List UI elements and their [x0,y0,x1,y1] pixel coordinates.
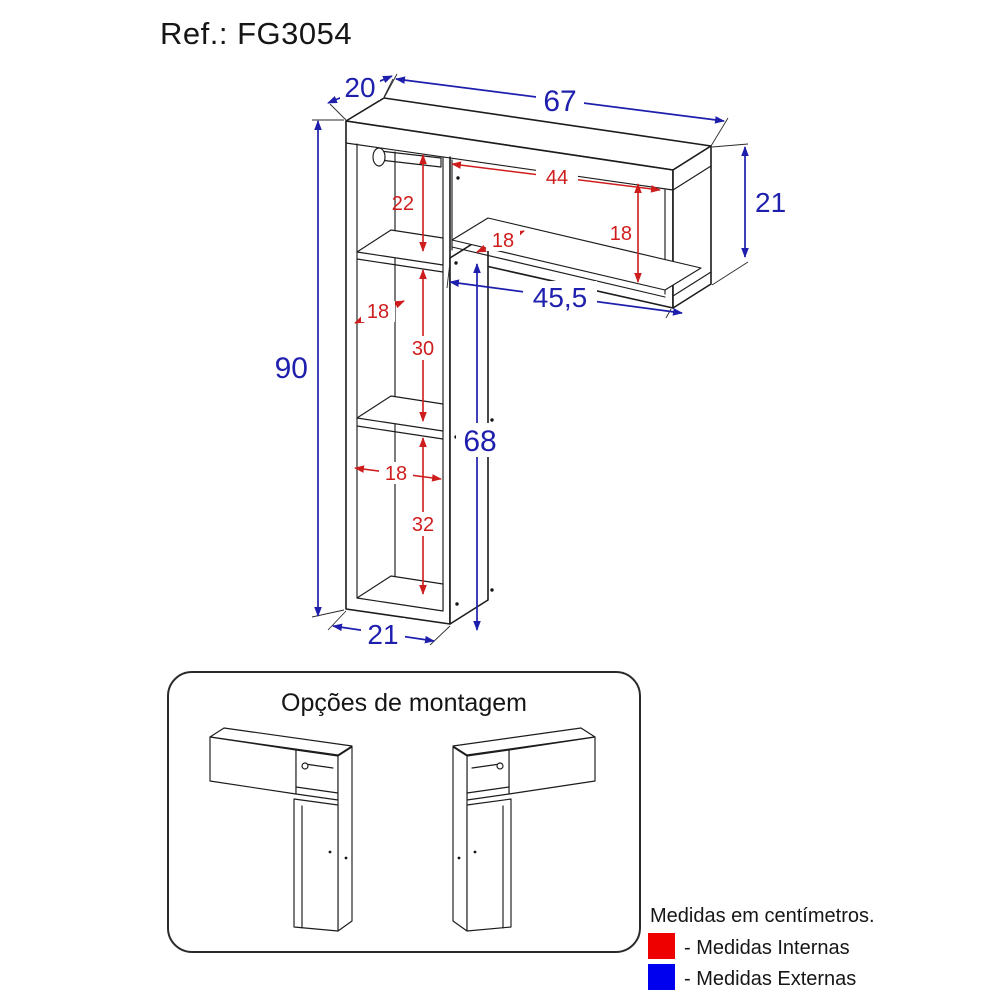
dim-depth: 20 [344,72,375,103]
assembly-options-box: Opções de montagem [167,671,641,953]
internal-measure-swatch [648,933,675,959]
assembly-option-left [209,727,353,932]
dim-wing-inner-height: 18 [610,223,632,245]
column-shelf-2-thickness [356,425,444,440]
dim-middle-shelf-depth: 18 [367,301,389,323]
legend-internal-label: - Medidas Internas [684,937,850,959]
towel-bar-bottom-edge [379,159,442,168]
legend-external-label: - Medidas Externas [684,968,856,990]
dim-bottom-compartment: 32 [412,514,434,536]
dim-wing-span: 45,5 [533,282,588,313]
towel-bar [372,147,442,168]
towel-bar-top-edge [379,150,442,159]
dim-column-lower-height: 68 [463,425,496,458]
dim-total-height: 90 [275,352,308,385]
dim-wing-inner-width: 44 [546,167,568,189]
dim-column-width: 21 [367,619,398,650]
internal-dimensions: 22 44 18 18 18 30 18 32 [354,154,661,595]
column-shelf-1-thickness [356,258,444,273]
towel-bar-flange [372,147,386,167]
dim-wing-shelf-depth: 18 [492,230,514,252]
external-measure-swatch [648,964,675,990]
dim-total-width: 67 [543,85,576,118]
dim-bottom-inner-width: 18 [385,463,407,485]
legend-units-note: Medidas em centímetros. [650,905,875,927]
end-face-top-line [672,165,712,191]
dim-wing-height: 21 [755,187,786,218]
dim-middle-compartment: 30 [412,338,434,360]
page-title: Ref.: FG3054 [160,16,352,51]
dim-top-compartment: 22 [392,193,414,215]
legend: Medidas em centímetros. - Medidas Intern… [648,905,875,990]
options-box-title: Opções de montagem [281,689,527,717]
external-dimensions: 20 67 90 21 45,5 21 68 [275,70,786,650]
main-cabinet-drawing: 20 67 90 21 45,5 21 68 22 44 [275,70,786,650]
